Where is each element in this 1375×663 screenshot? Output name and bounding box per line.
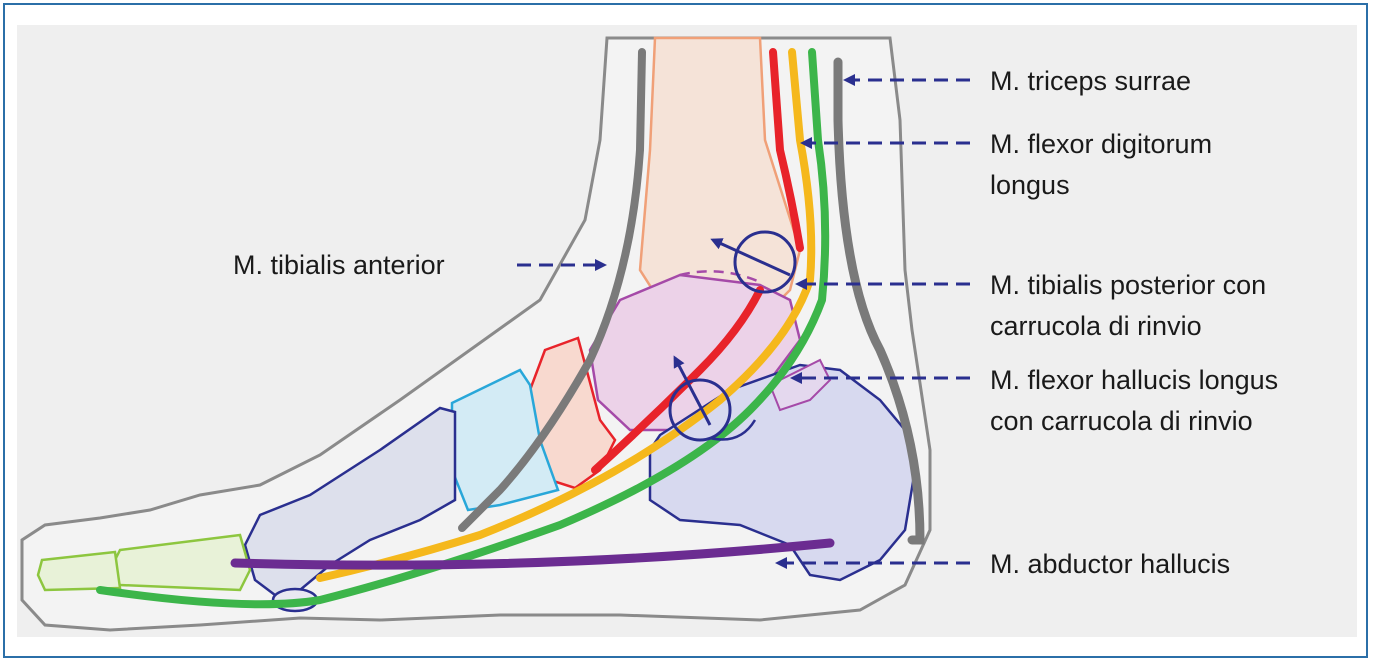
label-tibialis-posterior-line2: carrucola di rinvio xyxy=(990,311,1202,341)
label-flexor-digitorum-line1: M. flexor digitorum xyxy=(990,129,1212,159)
label-abductor-hallucis: M. abductor hallucis xyxy=(990,549,1230,579)
label-tibialis-posterior-line1: M. tibialis posterior con xyxy=(990,270,1266,300)
label-flexor-digitorum-line2: longus xyxy=(990,170,1070,200)
label-flexor-hallucis-line1: M. flexor hallucis longus xyxy=(990,365,1278,395)
label-tibialis-anterior: M. tibialis anterior xyxy=(233,250,445,280)
label-flexor-hallucis-line2: con carrucola di rinvio xyxy=(990,406,1253,436)
label-triceps-surae: M. triceps surrae xyxy=(990,66,1191,96)
